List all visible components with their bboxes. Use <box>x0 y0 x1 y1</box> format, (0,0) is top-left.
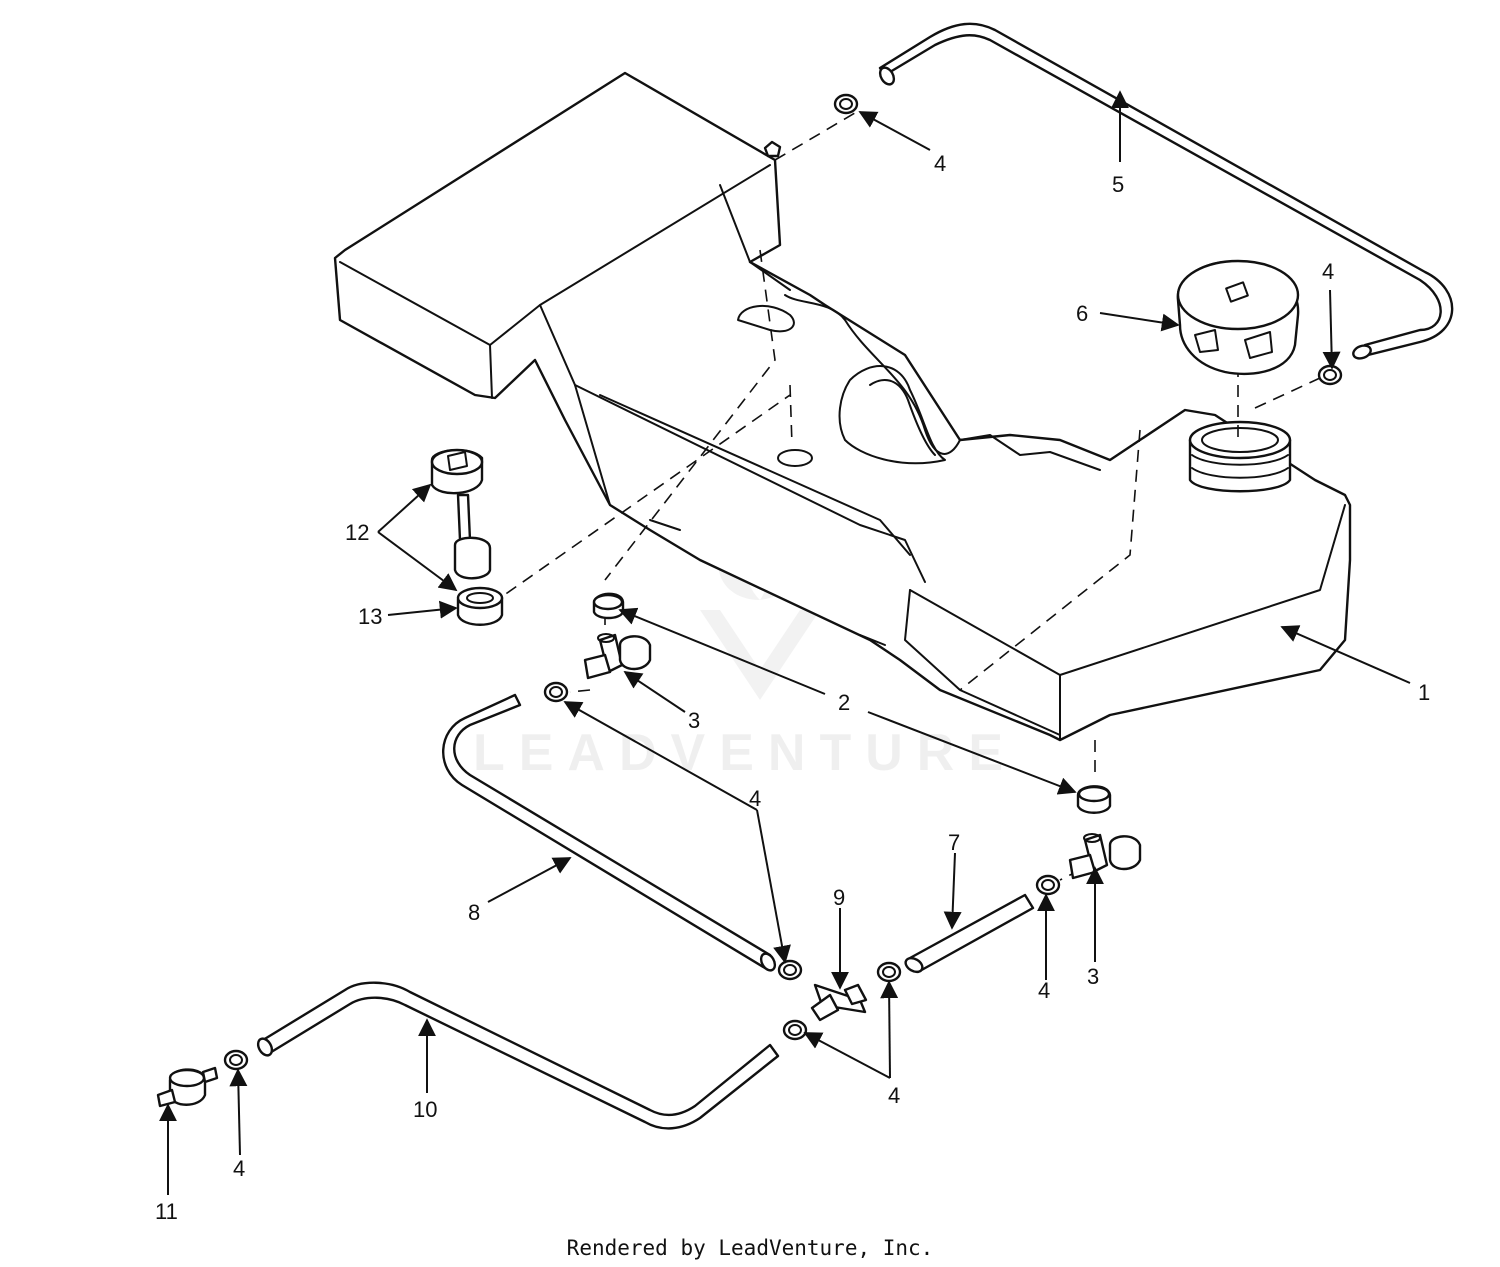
tank-saddle-inner-2 <box>784 294 961 455</box>
callout-3-left: 3 <box>688 708 700 733</box>
shutoff-valve-left <box>583 633 652 680</box>
tank-saddle-ridge <box>574 384 926 583</box>
callout-4-top-left: 4 <box>934 151 946 176</box>
callout-3-right: 3 <box>1087 964 1099 989</box>
callout-4-lower: 4 <box>888 1083 900 1108</box>
tank-center-hollow <box>838 365 946 465</box>
filler-neck-thread-1 <box>1191 454 1289 466</box>
fuel-filter <box>156 1066 219 1108</box>
fuel-hose-7 <box>908 893 1035 974</box>
filler-neck-opening <box>1201 427 1279 453</box>
callout-4-bottom-left: 4 <box>233 1156 245 1181</box>
tank-grommet-left <box>592 592 625 620</box>
assembly-lines <box>489 109 1321 881</box>
clamp-mid-right <box>1035 874 1061 896</box>
clamp-mid-left <box>543 681 569 703</box>
fuel-tank <box>333 71 1352 742</box>
clamp-lower-1 <box>777 959 803 981</box>
callout-4-mid: 4 <box>749 786 761 811</box>
tank-right-top-edge <box>909 504 1346 676</box>
fuel-hose-7-end <box>904 956 924 974</box>
clamp-top-left <box>833 93 859 115</box>
shutoff-valve-right <box>1068 833 1142 880</box>
tank-right-front-edge <box>904 589 1061 736</box>
clamp-bottom-left <box>223 1049 249 1071</box>
fuel-hose-10 <box>261 981 780 1130</box>
tank-left-top-edge <box>339 164 771 346</box>
callout-4-right: 4 <box>1038 978 1050 1003</box>
hose-tee <box>810 983 868 1022</box>
callout-7: 7 <box>948 830 960 855</box>
fuel-hose-8-end <box>759 952 777 972</box>
tank-grommet-right <box>1076 785 1112 814</box>
tank-center-hollow-inner <box>869 379 936 456</box>
fuel-hose-10-end <box>256 1037 274 1057</box>
callout-10: 10 <box>413 1097 437 1122</box>
callout-12: 12 <box>345 520 369 545</box>
fuel-gauge <box>430 448 492 580</box>
fuel-cap <box>1176 259 1300 376</box>
vent-hose-end-right <box>1352 344 1372 360</box>
watermark-text: LEADVENTURE <box>473 724 1017 782</box>
callout-11: 11 <box>155 1199 178 1224</box>
callout-6: 6 <box>1076 301 1088 326</box>
vent-nipple <box>763 140 782 158</box>
gauge-grommet <box>456 586 504 626</box>
callout-8: 8 <box>468 900 480 925</box>
callout-5: 5 <box>1112 172 1124 197</box>
fuel-tank-body <box>333 71 1352 742</box>
tank-middle-line <box>599 394 911 556</box>
clamp-lower-2 <box>876 961 902 983</box>
tank-bottom-hole <box>777 449 813 467</box>
clamp-lower-3 <box>782 1019 808 1041</box>
callout-4-top-right: 4 <box>1322 259 1334 284</box>
tank-right-step <box>959 434 1101 471</box>
callouts: 1 2 3 3 4 4 4 4 4 4 5 6 7 8 9 10 11 12 1… <box>155 151 1430 1224</box>
leader-lines <box>159 90 1411 1195</box>
tank-foot-right <box>859 634 886 646</box>
tank-slot <box>737 304 795 333</box>
callout-2: 2 <box>838 690 850 715</box>
render-credit: Rendered by LeadVenture, Inc. <box>566 1236 934 1260</box>
tank-foot-left <box>649 519 681 531</box>
filler-neck-thread-2 <box>1191 467 1289 479</box>
clamp-top-right <box>1317 364 1343 386</box>
vent-hose <box>878 22 1454 359</box>
tank-left-front-edge <box>489 344 493 399</box>
tank-saddle-inner-1 <box>719 184 791 291</box>
callout-1: 1 <box>1418 680 1430 705</box>
callout-9: 9 <box>833 885 845 910</box>
callout-13: 13 <box>358 604 382 629</box>
vent-hose-end-left <box>878 66 896 86</box>
fuel-hose-8 <box>442 693 772 970</box>
